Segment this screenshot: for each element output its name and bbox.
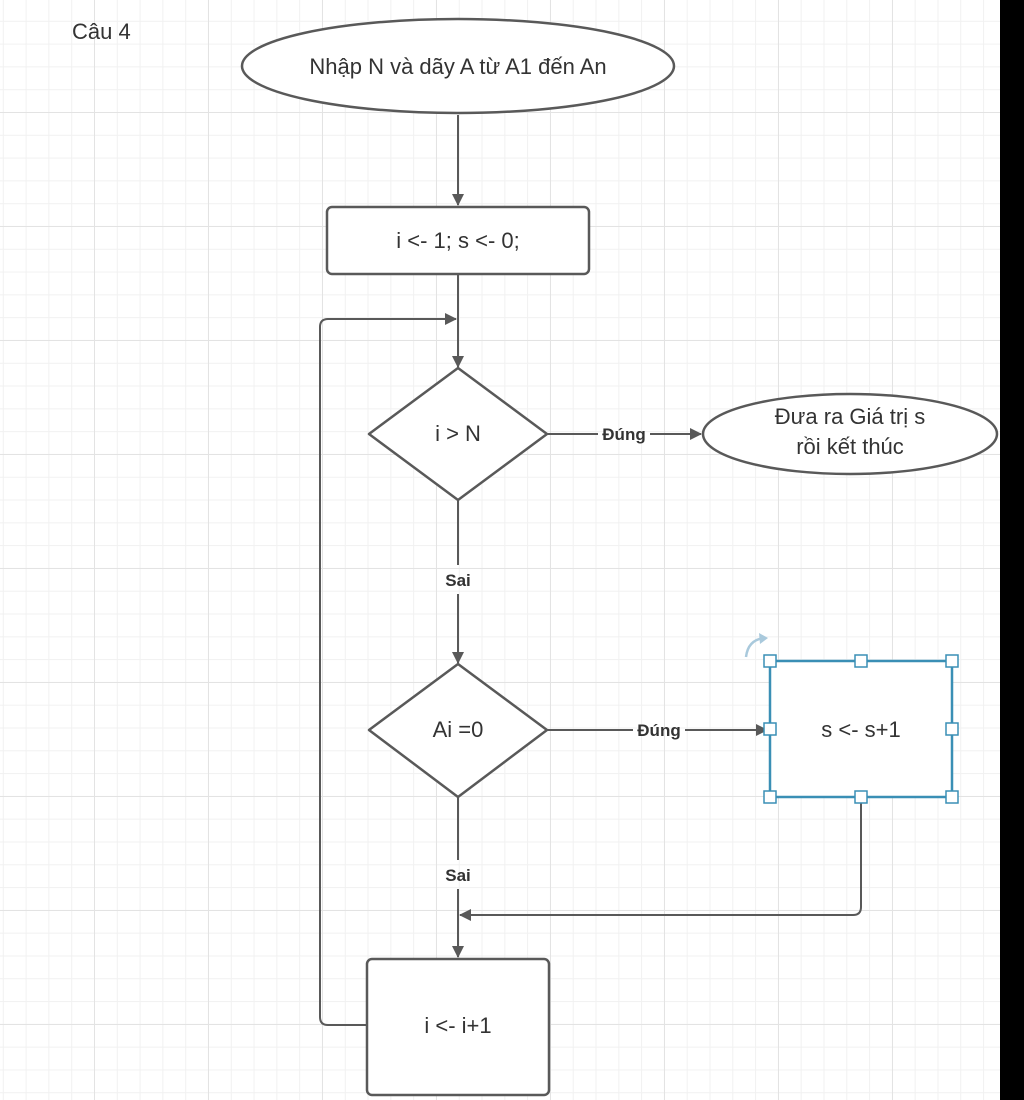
flowchart: Đúng Sai Đúng Sai Nhập N và dãy A từ A1 …	[240, 17, 999, 1097]
resize-handle-top-right[interactable]	[945, 654, 959, 668]
increment-s-node[interactable]: s <- s+1	[768, 659, 954, 799]
output-node-label-line1: Đưa ra Giá trị s	[775, 404, 925, 429]
resize-handle-bottom-left[interactable]	[763, 790, 777, 804]
edge-increment-s-merge[interactable]	[459, 798, 862, 921]
diagram-canvas[interactable]: Câu 4 Đúng Sai Đúng Sai Nhập N và dãy A …	[0, 0, 1000, 1100]
edge-label-cond1-true: Đúng	[602, 425, 645, 444]
edge-label-cond1-false: Sai	[445, 571, 471, 590]
decision-ai-zero[interactable]: Ai =0	[367, 662, 549, 799]
increment-s-node-label: s <- s+1	[821, 717, 900, 742]
init-node-label: i <- 1; s <- 0;	[396, 228, 520, 253]
edge-label-cond2-true: Đúng	[637, 721, 680, 740]
resize-handle-bottom[interactable]	[854, 790, 868, 804]
decision-ai-zero-label: Ai =0	[433, 717, 484, 742]
start-node-label: Nhập N và dãy A từ A1 đến An	[309, 54, 606, 79]
start-node[interactable]: Nhập N và dãy A từ A1 đến An	[240, 17, 676, 115]
rotate-handle-arrow-icon	[759, 633, 768, 644]
increment-i-node[interactable]: i <- i+1	[365, 957, 551, 1097]
increment-i-node-label: i <- i+1	[424, 1013, 491, 1038]
resize-handle-top[interactable]	[854, 654, 868, 668]
edge-loop-back[interactable]	[319, 313, 457, 1026]
resize-handle-bottom-right[interactable]	[945, 790, 959, 804]
resize-handle-right[interactable]	[945, 722, 959, 736]
edge-label-cond2-false: Sai	[445, 866, 471, 885]
diagram-title: Câu 4	[72, 19, 131, 44]
init-node[interactable]: i <- 1; s <- 0;	[325, 205, 591, 276]
decision-i-gt-n-label: i > N	[435, 421, 481, 446]
decision-i-gt-n[interactable]: i > N	[367, 366, 549, 502]
output-node[interactable]: Đưa ra Giá trị s rồi kết thúc	[701, 392, 999, 476]
resize-handle-left[interactable]	[763, 722, 777, 736]
resize-handle-top-left[interactable]	[763, 654, 777, 668]
output-node-label-line2: rồi kết thúc	[796, 434, 904, 459]
